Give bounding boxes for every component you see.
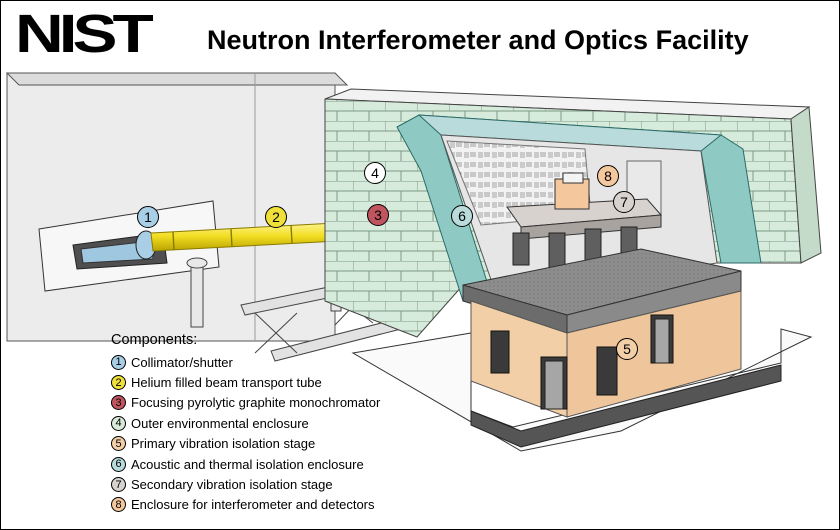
- legend-label: Outer environmental enclosure: [131, 415, 309, 431]
- legend-label: Acoustic and thermal isolation enclosure: [131, 456, 364, 472]
- legend-badge: 3: [111, 395, 126, 411]
- legend-item: 3 Focusing pyrolytic graphite monochromat…: [111, 393, 380, 413]
- legend-item: 7 Secondary vibration isolation stage: [111, 474, 380, 494]
- legend-label: Collimator/shutter: [131, 354, 233, 370]
- nist-logo: NIST: [15, 4, 154, 64]
- legend-item: 4 Outer environmental enclosure: [111, 413, 380, 433]
- legend-badge: 1: [111, 354, 126, 370]
- legend-badge: 5: [111, 436, 126, 452]
- legend-item: 2 Helium filled beam transport tube: [111, 372, 380, 392]
- legend-label: Enclosure for interferometer and detecto…: [131, 497, 375, 513]
- legend-badge: 6: [111, 456, 126, 472]
- legend-badge: 7: [111, 477, 126, 493]
- outer-enclosure-side: [790, 106, 822, 264]
- legend-badge: 2: [111, 375, 126, 391]
- legend-heading: Components:: [111, 332, 198, 348]
- callout-4: 4: [364, 162, 386, 184]
- callout-8: 8: [597, 165, 619, 187]
- legend-label: Focusing pyrolytic graphite monochromato…: [131, 395, 381, 411]
- legend-label: Primary vibration isolation stage: [131, 436, 316, 452]
- legend-item: 1 Collimator/shutter: [111, 352, 380, 372]
- legend-item: 5 Primary vibration isolation stage: [111, 434, 380, 454]
- legend-badge: 4: [111, 415, 126, 431]
- callout-1: 1: [137, 206, 159, 228]
- page-title: Neutron Interferometer and Optics Facili…: [207, 25, 749, 55]
- callout-7: 7: [613, 191, 635, 213]
- legend-item: 6 Acoustic and thermal isolation enclosur…: [111, 454, 380, 474]
- legend-label: Helium filled beam transport tube: [131, 375, 322, 391]
- legend-item: 8 Enclosure for interferometer and detect…: [111, 495, 380, 515]
- legend-list: 1 Collimator/shutter 2 Helium filled beam …: [111, 352, 380, 515]
- back-wall-top: [5, 72, 349, 86]
- components-legend: Components: 1 Collimator/shutter 2 Helium …: [111, 332, 380, 515]
- callout-3: 3: [367, 204, 389, 226]
- callout-2: 2: [265, 206, 287, 228]
- legend-badge: 8: [111, 497, 126, 513]
- callout-5: 5: [616, 338, 638, 360]
- callout-6: 6: [451, 205, 473, 227]
- legend-label: Secondary vibration isolation stage: [131, 477, 333, 493]
